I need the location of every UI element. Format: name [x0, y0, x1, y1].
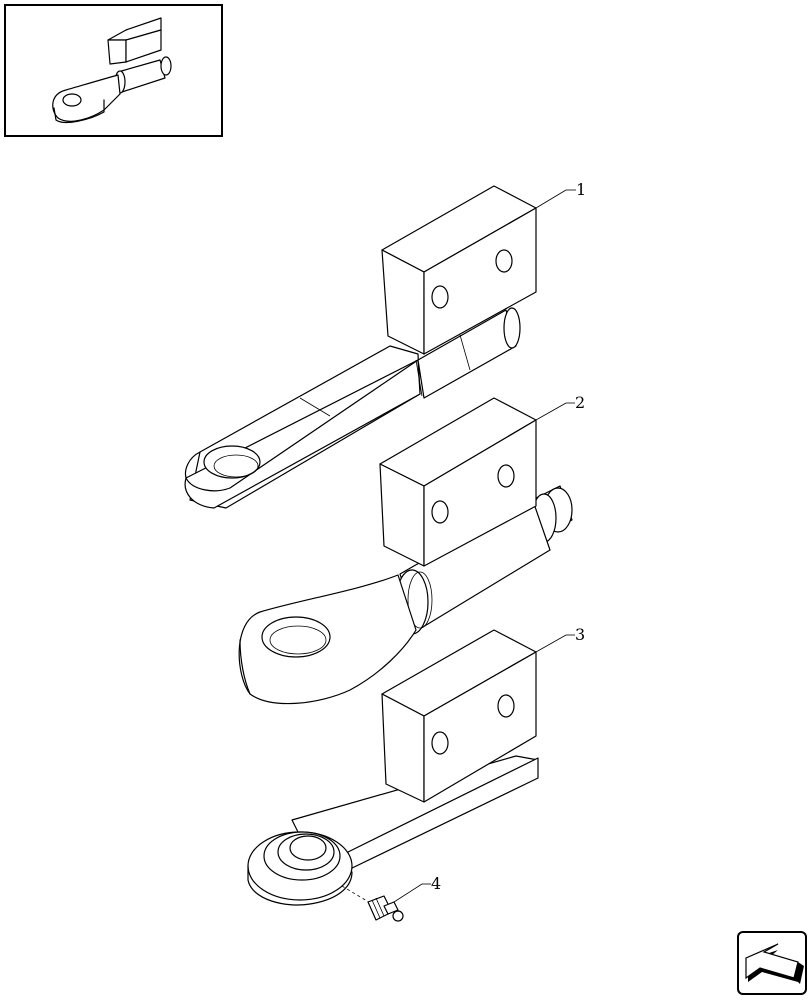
callout-2: 2: [535, 393, 585, 421]
callout-4: 4: [393, 874, 441, 903]
part-4-grease-nipple: [341, 885, 404, 922]
callout-3-label: 3: [575, 625, 585, 644]
callout-1-label: 1: [576, 180, 586, 199]
callout-2-label: 2: [575, 393, 585, 412]
part-2-drawbar-ring: [238, 397, 573, 705]
callout-4-label: 4: [431, 874, 441, 893]
callout-1: 1: [535, 180, 586, 209]
drawbar-thumbnail-icon[interactable]: [4, 4, 223, 137]
callout-3: 3: [535, 625, 585, 653]
part-1-drawbar-tongue: [184, 185, 537, 509]
next-page-arrow-icon[interactable]: [737, 931, 807, 995]
part-3-drawbar-ball-joint: [247, 629, 539, 906]
